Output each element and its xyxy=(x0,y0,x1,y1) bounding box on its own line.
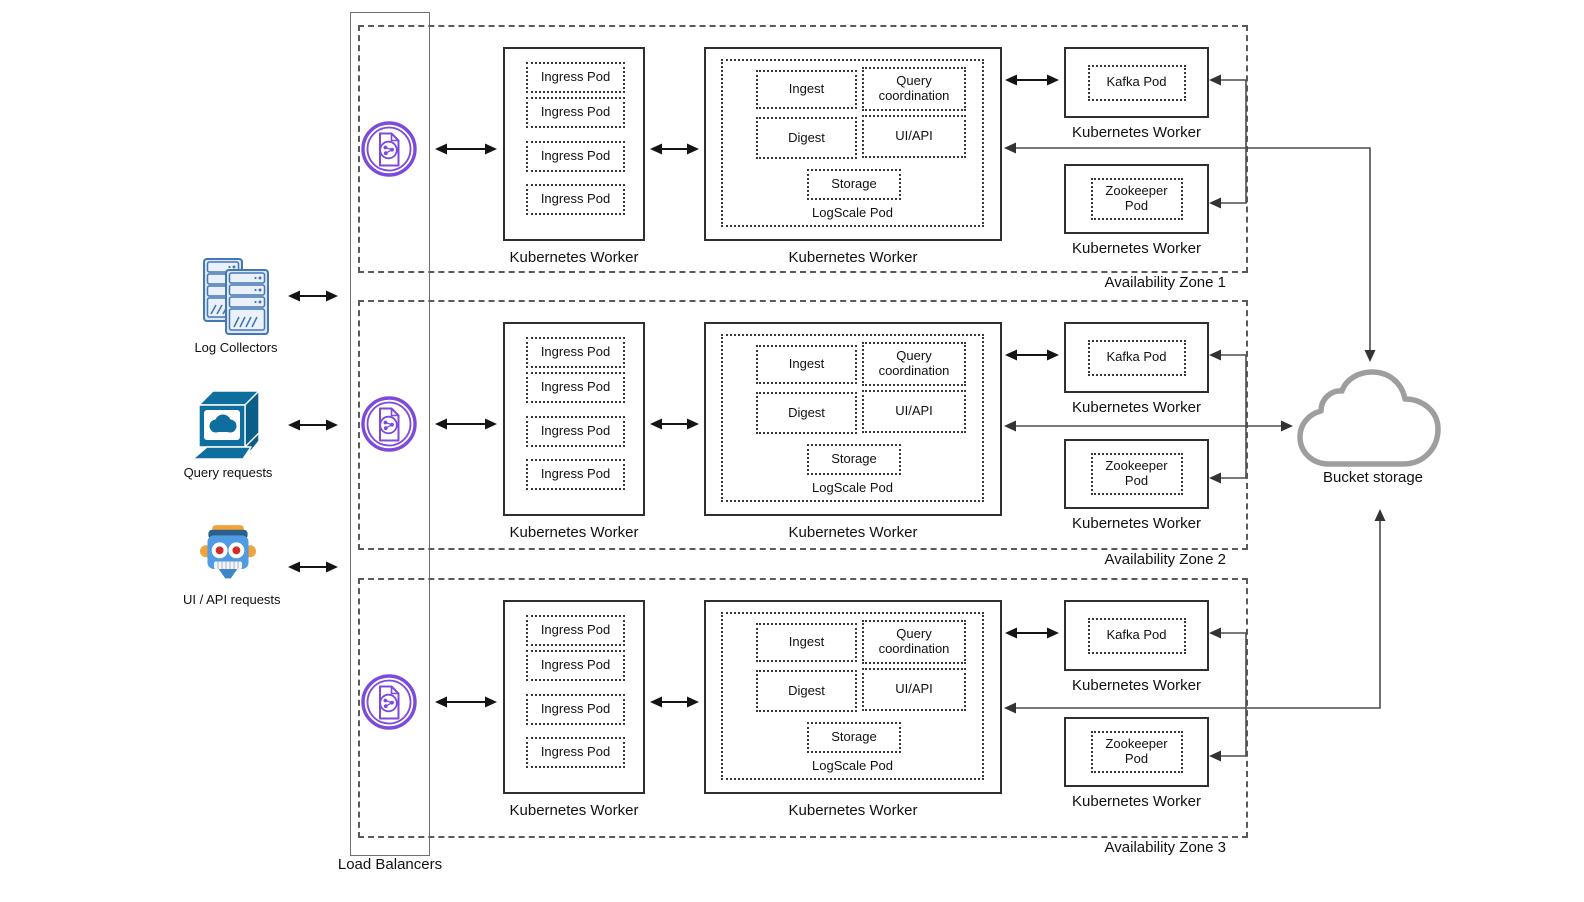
ingress-worker-box: Ingress Pod Ingress Pod Ingress Pod Ingr… xyxy=(503,600,645,794)
ui-api-component: UI/API xyxy=(862,115,966,158)
source-log-collectors: Log Collectors xyxy=(191,256,281,355)
load-balancer-icon xyxy=(360,673,418,731)
ingress-pod: Ingress Pod xyxy=(526,97,625,128)
ingest-component: Ingest xyxy=(756,70,857,109)
kubernetes-worker-label: Kubernetes Worker xyxy=(509,249,639,266)
load-balancer-icon xyxy=(360,395,418,453)
kafka-pod: Kafka Pod xyxy=(1087,64,1186,101)
kafka-worker-box: Kafka Pod xyxy=(1064,47,1209,118)
ingress-pod: Ingress Pod xyxy=(526,62,625,93)
logscale-pod-label: LogScale Pod xyxy=(812,758,893,773)
kubernetes-worker-label: Kubernetes Worker xyxy=(509,802,639,819)
kubernetes-worker-label: Kubernetes Worker xyxy=(788,802,918,819)
kubernetes-worker-label: Kubernetes Worker xyxy=(1072,793,1201,810)
ingress-pod: Ingress Pod xyxy=(526,416,625,447)
zone-label: Availability Zone 3 xyxy=(1104,839,1226,856)
ingress-worker-box: Ingress Pod Ingress Pod Ingress Pod Ingr… xyxy=(503,47,645,241)
bucket-storage-label: Bucket storage xyxy=(1322,469,1424,486)
robot-icon xyxy=(183,522,273,588)
load-balancer-icon xyxy=(360,120,418,178)
logscale-pod-label: LogScale Pod xyxy=(812,205,893,220)
ui-api-component: UI/API xyxy=(862,390,966,433)
ui-api-component: UI/API xyxy=(862,668,966,711)
logscale-worker-box: Ingest Query coordination Digest UI/API … xyxy=(704,322,1002,516)
load-balancers-column xyxy=(350,12,430,856)
storage-component: Storage xyxy=(807,169,901,200)
digest-component: Digest xyxy=(756,670,857,712)
availability-zone: Ingress Pod Ingress Pod Ingress Pod Ingr… xyxy=(358,578,1248,856)
ingress-pod: Ingress Pod xyxy=(526,459,625,490)
ingress-pod: Ingress Pod xyxy=(526,694,625,725)
ingest-component: Ingest xyxy=(756,345,857,384)
logscale-pod-label: LogScale Pod xyxy=(812,480,893,495)
query-coordination-component: Query coordination xyxy=(862,342,966,386)
source-ui-api-requests: UI / API requests xyxy=(183,522,281,607)
ingress-pod: Ingress Pod xyxy=(526,372,625,403)
logscale-pod-box: Ingest Query coordination Digest UI/API … xyxy=(721,59,984,227)
ingress-pod: Ingress Pod xyxy=(526,737,625,768)
zone-label: Availability Zone 1 xyxy=(1104,274,1226,291)
terminal-cloud-icon xyxy=(183,385,273,461)
kubernetes-worker-label: Kubernetes Worker xyxy=(788,249,918,266)
logscale-pod-box: Ingest Query coordination Digest UI/API … xyxy=(721,612,984,780)
ingress-pod: Ingress Pod xyxy=(526,615,625,646)
ingress-pod: Ingress Pod xyxy=(526,141,625,172)
availability-zone: Ingress Pod Ingress Pod Ingress Pod Ingr… xyxy=(358,25,1248,291)
kubernetes-worker-label: Kubernetes Worker xyxy=(1072,399,1201,416)
storage-component: Storage xyxy=(807,444,901,475)
kubernetes-worker-label: Kubernetes Worker xyxy=(1072,677,1201,694)
kubernetes-worker-label: Kubernetes Worker xyxy=(1072,124,1201,141)
logscale-worker-box: Ingest Query coordination Digest UI/API … xyxy=(704,47,1002,241)
zookeeper-pod: Zookeeper Pod xyxy=(1090,731,1183,773)
digest-component: Digest xyxy=(756,117,857,159)
zookeeper-worker-box: Zookeeper Pod xyxy=(1064,164,1209,234)
kubernetes-worker-label: Kubernetes Worker xyxy=(788,524,918,541)
kubernetes-worker-label: Kubernetes Worker xyxy=(509,524,639,541)
source-label: Log Collectors xyxy=(194,340,278,355)
ingress-pod: Ingress Pod xyxy=(526,184,625,215)
zookeeper-worker-box: Zookeeper Pod xyxy=(1064,439,1209,509)
availability-zone: Ingress Pod Ingress Pod Ingress Pod Ingr… xyxy=(358,300,1248,568)
kafka-pod: Kafka Pod xyxy=(1087,617,1186,654)
load-balancers-label: Load Balancers xyxy=(337,856,443,873)
logscale-pod-box: Ingest Query coordination Digest UI/API … xyxy=(721,334,984,502)
kubernetes-worker-label: Kubernetes Worker xyxy=(1072,240,1201,257)
cloud-icon xyxy=(1295,368,1447,471)
kafka-pod: Kafka Pod xyxy=(1087,339,1186,376)
ingest-component: Ingest xyxy=(756,623,857,662)
source-query-requests: Query requests xyxy=(183,385,273,480)
bucket-storage-cloud xyxy=(1295,368,1447,471)
digest-component: Digest xyxy=(756,392,857,434)
ingress-pod: Ingress Pod xyxy=(526,337,625,368)
zookeeper-worker-box: Zookeeper Pod xyxy=(1064,717,1209,787)
ingress-pod: Ingress Pod xyxy=(526,650,625,681)
kafka-worker-box: Kafka Pod xyxy=(1064,600,1209,671)
kafka-worker-box: Kafka Pod xyxy=(1064,322,1209,393)
zookeeper-pod: Zookeeper Pod xyxy=(1090,178,1183,220)
query-coordination-component: Query coordination xyxy=(862,620,966,664)
logscale-worker-box: Ingest Query coordination Digest UI/API … xyxy=(704,600,1002,794)
zookeeper-pod: Zookeeper Pod xyxy=(1090,453,1183,495)
zone-label: Availability Zone 2 xyxy=(1104,551,1226,568)
kubernetes-worker-label: Kubernetes Worker xyxy=(1072,515,1201,532)
source-label: Query requests xyxy=(183,465,273,480)
query-coordination-component: Query coordination xyxy=(862,67,966,111)
storage-component: Storage xyxy=(807,722,901,753)
server-stack-icon xyxy=(191,256,281,336)
source-label: UI / API requests xyxy=(183,592,281,607)
ingress-worker-box: Ingress Pod Ingress Pod Ingress Pod Ingr… xyxy=(503,322,645,516)
